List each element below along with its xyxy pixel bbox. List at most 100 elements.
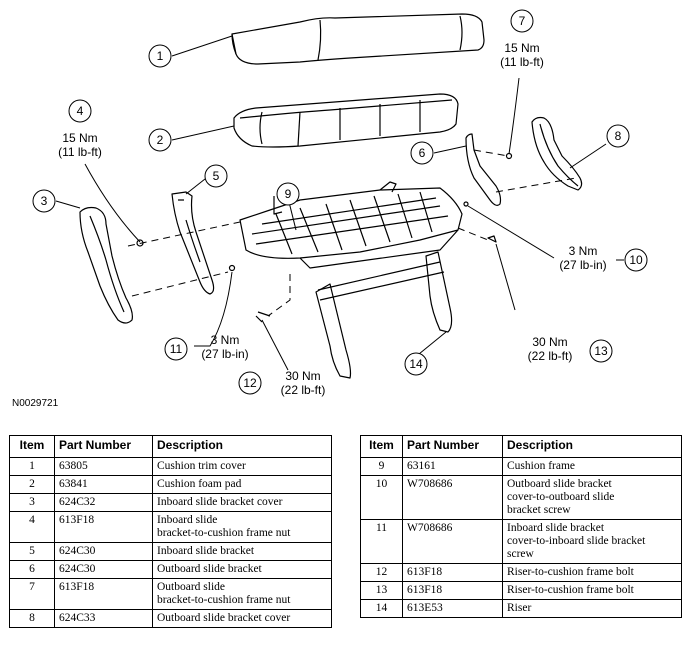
description: Riser xyxy=(502,599,682,618)
item-number: 11 xyxy=(360,519,403,564)
description: Riser-to-cushion frame bolt xyxy=(502,563,682,582)
bolt-12 xyxy=(255,311,271,323)
item-number: 14 xyxy=(360,599,403,618)
part-number: 624C30 xyxy=(54,560,153,579)
description: Cushion foam pad xyxy=(152,475,332,494)
cushion-foam-pad-part xyxy=(233,93,459,148)
callout-number: 2 xyxy=(157,133,164,147)
torque-spec: (27 lb-in) xyxy=(201,347,248,361)
part-number: 613F18 xyxy=(54,578,153,610)
description-line: Riser-to-cushion frame bolt xyxy=(507,566,634,578)
table-header-row: Item Part Number Description xyxy=(9,435,332,458)
callout-8: 8 xyxy=(606,124,630,148)
description-line: bracket-to-cushion frame nut xyxy=(157,527,291,539)
item-number: 5 xyxy=(9,542,55,561)
inboard-slide-bracket-cover-part xyxy=(79,206,133,324)
part-number: 624C33 xyxy=(54,609,153,628)
description-line: Cushion foam pad xyxy=(157,478,242,490)
part-number: 613F18 xyxy=(402,563,503,582)
part-number: 63805 xyxy=(54,457,153,476)
header-description: Description xyxy=(152,435,332,458)
callout-number: 13 xyxy=(594,344,608,358)
header-item: Item xyxy=(9,435,55,458)
description: Cushion frame xyxy=(502,457,682,476)
callout-number: 3 xyxy=(41,194,48,208)
description: Inboard slide bracket cover xyxy=(152,493,332,512)
description-line: screw xyxy=(507,548,534,560)
riser-part xyxy=(315,251,453,379)
callout-number: 6 xyxy=(419,146,426,160)
callout-circle xyxy=(624,248,648,272)
item-number: 1 xyxy=(9,457,55,476)
drawing-id: N0029721 xyxy=(12,398,59,409)
header-item: Item xyxy=(360,435,403,458)
callout-number: 5 xyxy=(213,169,220,183)
header-part-number: Part Number xyxy=(54,435,153,458)
callout-number: 9 xyxy=(285,187,292,201)
part-number: 613F18 xyxy=(54,511,153,543)
callout-7: 715 Nm(11 lb-ft) xyxy=(500,9,544,69)
description-line: Inboard slide bracket cover xyxy=(157,496,283,508)
item-number: 10 xyxy=(360,475,403,520)
item-number: 12 xyxy=(360,563,403,582)
torque-spec: (11 lb-ft) xyxy=(500,55,544,69)
description-line: Inboard slide xyxy=(157,514,218,526)
description: Outboard slide bracket xyxy=(152,560,332,579)
item-number: 6 xyxy=(9,560,55,579)
cushion-frame-part xyxy=(239,181,463,269)
callout-circle xyxy=(606,124,630,148)
description-line: bracket screw xyxy=(507,504,571,516)
part-number: 624C32 xyxy=(54,493,153,512)
part-number: W708686 xyxy=(402,519,503,564)
description: Cushion trim cover xyxy=(152,457,332,476)
description-line: Cushion frame xyxy=(507,460,576,472)
torque-spec: (22 lb-ft) xyxy=(528,349,573,363)
description-line: Riser-to-cushion frame bolt xyxy=(507,584,634,596)
item-number: 7 xyxy=(9,578,55,610)
outboard-slide-bracket-part xyxy=(465,133,502,206)
callout-circle xyxy=(276,182,300,206)
callout-4: 415 Nm(11 lb-ft) xyxy=(58,99,102,159)
description-line: Inboard slide bracket xyxy=(157,545,255,557)
callout-14: 14 xyxy=(404,352,428,376)
screw-10 xyxy=(463,201,469,207)
callout-number: 8 xyxy=(615,129,622,143)
callout-11: 113 Nm(27 lb-in) xyxy=(164,333,249,361)
description: Inboard slide bracket xyxy=(152,542,332,561)
torque-spec: 30 Nm xyxy=(285,369,320,383)
callout-number: 7 xyxy=(519,14,526,28)
callout-5: 5 xyxy=(204,164,228,188)
description: Riser-to-cushion frame bolt xyxy=(502,581,682,600)
torque-spec: 15 Nm xyxy=(62,131,97,145)
callout-circle xyxy=(589,339,613,363)
callout-circle xyxy=(148,44,172,68)
header-description: Description xyxy=(502,435,682,458)
callout-circle xyxy=(68,99,92,123)
item-number: 8 xyxy=(9,609,55,628)
torque-spec: (27 lb-in) xyxy=(559,258,606,272)
callout-circle xyxy=(410,141,434,165)
torque-spec: (11 lb-ft) xyxy=(58,145,102,159)
torque-spec: 3 Nm xyxy=(211,333,240,347)
callout-1: 1 xyxy=(148,44,172,68)
item-number: 4 xyxy=(9,511,55,543)
nut-7 xyxy=(505,152,513,160)
item-number: 9 xyxy=(360,457,403,476)
